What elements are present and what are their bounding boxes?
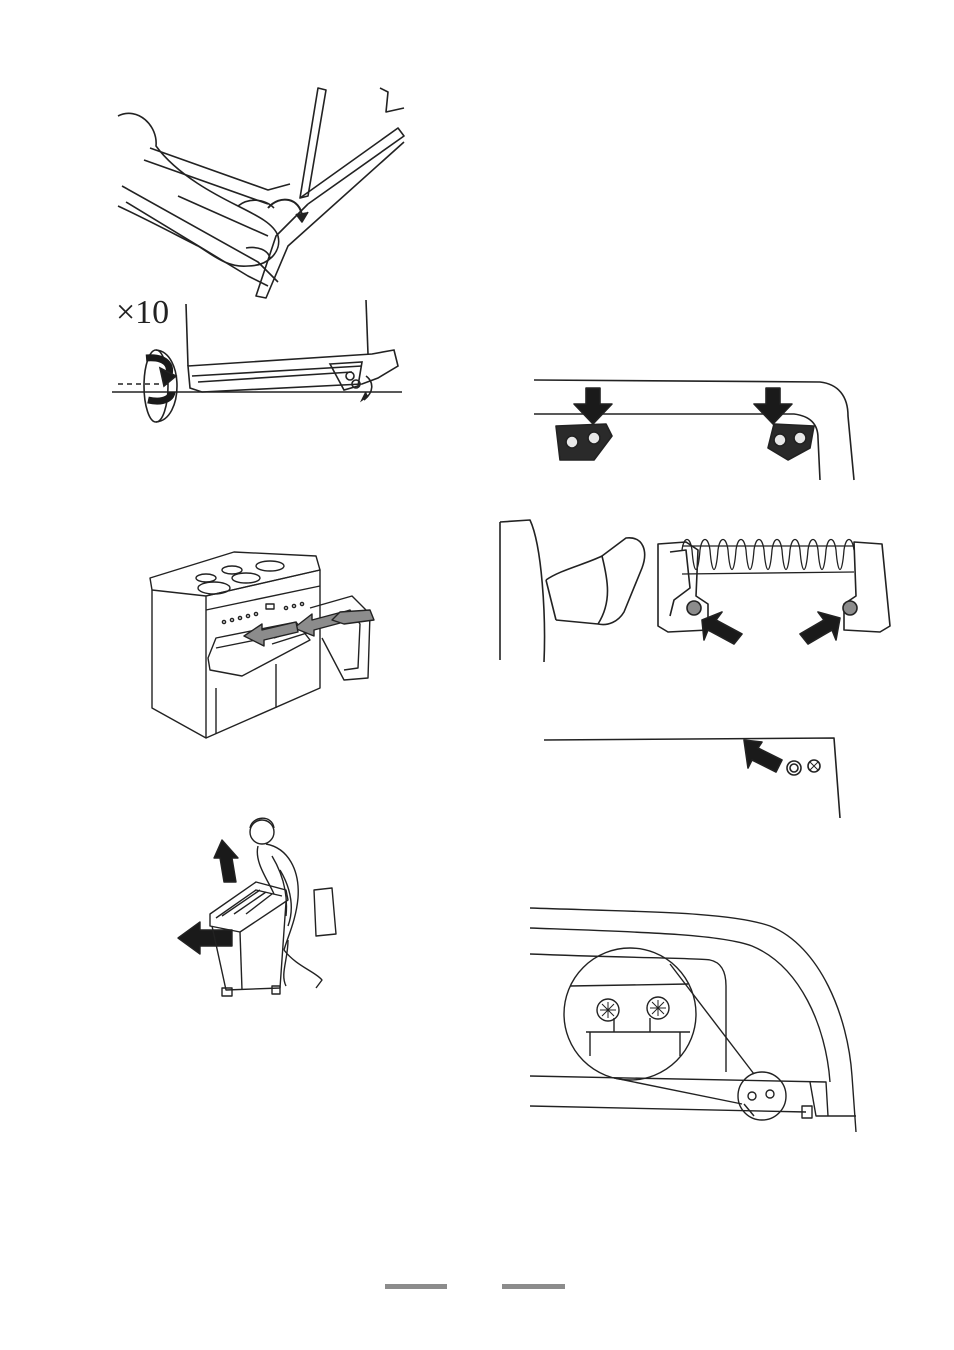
door-hinge-arrows-illustration <box>534 376 856 484</box>
oven-door-hand-illustration <box>118 86 408 311</box>
hinge-screw-arrow-illustration <box>544 732 846 822</box>
range-cooker-racks-illustration <box>146 548 381 748</box>
footer-bar-right <box>502 1284 565 1289</box>
person-lifting-cooker-illustration <box>176 810 346 1005</box>
corner-screw-detail-illustration <box>530 906 862 1134</box>
footer-bar-left <box>385 1284 447 1289</box>
door-adjust-rotation-illustration <box>112 296 407 426</box>
hinge-spring-illustration <box>498 516 896 666</box>
